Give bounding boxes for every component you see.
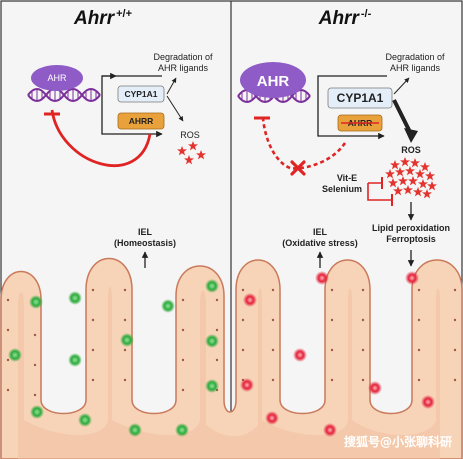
- cyp-to-ros-arrowhead: [404, 128, 418, 143]
- degradation-label-l1: Degradation of: [385, 52, 445, 62]
- vit-e-label: Vit-E: [337, 173, 357, 183]
- ahrr-label: AHRR: [129, 116, 154, 126]
- cyp-to-ros-arrow: [166, 95, 184, 122]
- cyp1a1-label: CYP1A1: [124, 89, 157, 99]
- degradation-label-l2: AHR ligands: [390, 63, 441, 73]
- villi-epithelium: [0, 257, 463, 459]
- nuclei: [6, 288, 457, 397]
- antioxidant-inhibition: [367, 182, 392, 201]
- iel-label-left: IEL: [138, 227, 153, 237]
- iel-cells-stressed: [240, 271, 435, 437]
- panel-title-right: Ahrr-/-: [318, 8, 372, 29]
- panel-right: Ahrr-/- AHR CYP1A1 AHRR Degradation of A…: [237, 8, 450, 268]
- ahrr-feedback-inhibition: [50, 109, 152, 167]
- lost-feedback-path: [289, 142, 347, 170]
- cyp-to-ros-thick-arrow: [392, 99, 412, 133]
- degradation-label-l2: AHR ligands: [158, 63, 209, 73]
- ros-label: ROS: [401, 145, 421, 155]
- iel-cells-healthy: [8, 279, 219, 437]
- watermark: 搜狐号@小张聊科研: [344, 434, 452, 449]
- cyp1a1-box: [117, 85, 165, 103]
- degradation-label-l1: Degradation of: [153, 52, 213, 62]
- outcome-label-l1: Lipid peroxidation: [372, 223, 450, 233]
- outcome-label-l2: Ferroptosis: [386, 234, 436, 244]
- iel-label-right: IEL: [313, 227, 328, 237]
- cyp1a1-box: [327, 87, 393, 109]
- panel-title-left: Ahrr+/+: [73, 8, 132, 29]
- ahr-protein-large: [240, 62, 306, 98]
- cyp-to-degradation-arrow: [393, 77, 410, 95]
- cyp-to-degradation-arrow: [166, 77, 177, 95]
- ahrr-box: [117, 112, 165, 130]
- iel-state-left: (Homeostasis): [114, 238, 176, 248]
- ahr-label: AHR: [257, 73, 290, 90]
- ahr-protein: [31, 65, 83, 91]
- transcription-arrow-ahrr: [317, 98, 385, 140]
- ros-label: ROS: [180, 130, 200, 140]
- transcription-arrow-ahrr: [101, 90, 163, 138]
- cyp1a1-label: CYP1A1: [337, 91, 384, 105]
- selenium-label: Selenium: [322, 184, 362, 194]
- ahr-label: AHR: [47, 73, 67, 83]
- bracket-top: [317, 75, 387, 98]
- iel-state-right: (Oxidative stress): [282, 238, 358, 248]
- panel-left: Ahrr+/+ AHR CYP1A1 AHRR Degradation of A…: [27, 8, 213, 268]
- block-x-icon: [290, 160, 306, 176]
